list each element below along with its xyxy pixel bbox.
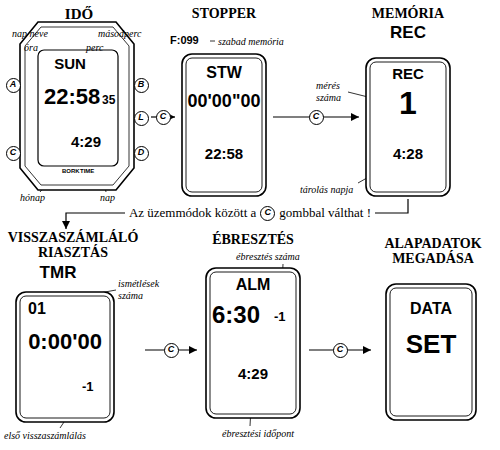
button-letter: B: [134, 78, 149, 93]
lcd-text: STW: [206, 64, 242, 82]
callout-label: nap neve: [12, 28, 48, 40]
lcd-text: ALM: [236, 276, 271, 294]
lcd-text: REC: [390, 24, 426, 43]
button-letter: D: [134, 146, 149, 161]
mode-heading: VISSZASZÁMLÁLÓ RIASZTÁS: [2, 230, 144, 261]
mode-heading: IDŐ: [8, 6, 150, 23]
button-letter: C: [260, 206, 275, 221]
display-frame: [386, 284, 476, 420]
button-letter: C: [164, 343, 179, 358]
lcd-text: -1: [82, 380, 94, 394]
lcd-text: 1: [399, 86, 417, 121]
callout-label: ismétlések száma: [118, 278, 168, 301]
watch-display: ALAPADATOK MEGADÁSA DATA SET: [372, 236, 494, 422]
mode-heading: MEMÓRIA: [360, 6, 456, 21]
lcd-text: 35: [102, 94, 115, 107]
callout-label: ébresztési időpont: [222, 428, 294, 440]
mode-heading: STOPPER: [176, 6, 272, 21]
callout-label: perc: [86, 42, 103, 54]
button-letter: L: [134, 111, 149, 126]
lcd-text: 01: [28, 300, 46, 318]
note-row: Az üzemmódok között a Cgombbal válthat !: [0, 205, 500, 221]
button-letter: C: [309, 110, 324, 125]
lcd-text: 4:29: [71, 134, 101, 151]
callout-label: mérés száma: [316, 80, 356, 103]
lcd-text: 4:29: [238, 366, 268, 383]
lcd-window: [20, 296, 110, 418]
lcd-window: [390, 288, 472, 416]
display-frame: [206, 268, 300, 418]
callout-label: óra: [24, 42, 38, 54]
lcd-text: REC: [392, 66, 424, 83]
display-frame: [182, 54, 266, 196]
mode-heading: ÉBRESZTÉS: [198, 232, 308, 247]
lcd-window: [210, 272, 296, 414]
button-letter: C: [156, 110, 171, 125]
mode-arrow: [66, 199, 408, 229]
lcd-text: 22:58: [44, 85, 100, 109]
note-text: gombbal válthat !: [279, 205, 371, 221]
note-text: Az üzemmódok között a: [129, 205, 256, 221]
lcd-window: [370, 62, 446, 192]
lcd-text: DATA: [410, 300, 452, 318]
lcd-text: 0:00'00: [28, 330, 102, 354]
callout-label: első visszaszámlálás: [4, 430, 86, 442]
brand-text: BORK: [62, 168, 80, 175]
button-letter: C: [333, 343, 348, 358]
callout-label: nap: [100, 192, 115, 204]
brand-text: TIME: [80, 168, 94, 175]
leader-line: [210, 41, 215, 42]
callout-label: tárolás napja: [300, 184, 353, 196]
lcd-text: SET: [406, 330, 457, 359]
lcd-text: 22:58: [205, 146, 243, 163]
lcd-window: [38, 50, 118, 166]
button-letter: C: [6, 146, 21, 161]
lcd-text: 6:30: [212, 302, 260, 328]
callout-label: szabad memória: [218, 36, 284, 48]
display-frame: [366, 58, 450, 196]
watch-display: VISSZASZÁMLÁLÓ RIASZTÁS TMR 01 0:00'00 -1: [2, 230, 144, 424]
mode-heading: ALAPADATOK MEGADÁSA: [372, 236, 494, 267]
callout-label: ébresztés száma: [236, 251, 300, 263]
callout-label: hónap: [20, 192, 45, 204]
button-letter: A: [6, 78, 21, 93]
lcd-text: -1: [274, 310, 286, 324]
lcd-text: 4:28: [393, 146, 423, 163]
memory-counter: F:099: [170, 34, 199, 47]
watch-case-inner: [25, 27, 129, 185]
watch-display: MEMÓRIA REC REC 1 4:28: [360, 6, 456, 198]
watch-case: [20, 22, 134, 190]
lcd-text: 00'00"00: [188, 92, 261, 112]
display-frame: [16, 292, 114, 422]
note-patch: Az üzemmódok között a Cgombbal válthat !: [125, 205, 375, 221]
callout-label: másodperc: [98, 28, 142, 40]
lcd-window: [186, 58, 262, 192]
lcd-text: TMR: [40, 264, 77, 283]
lcd-text: SUN: [54, 56, 86, 73]
